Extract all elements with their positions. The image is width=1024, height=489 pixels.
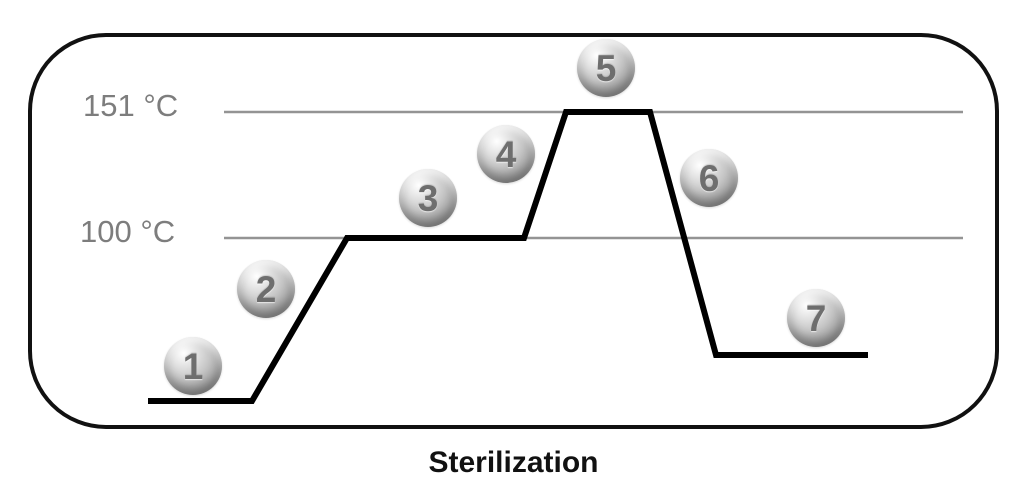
step-marker-6: 6 bbox=[680, 149, 738, 207]
step-marker-7: 7 bbox=[787, 289, 845, 347]
temperature-profile-line bbox=[148, 109, 868, 404]
step-marker-3: 3 bbox=[399, 169, 457, 227]
step-marker-5: 5 bbox=[577, 39, 635, 97]
step-number: 4 bbox=[495, 133, 517, 175]
diagram-caption: Sterilization bbox=[428, 446, 599, 479]
step-number: 7 bbox=[805, 297, 827, 339]
step-number: 6 bbox=[698, 157, 720, 199]
step-number: 3 bbox=[417, 177, 439, 219]
diagram-frame bbox=[28, 33, 999, 429]
step-marker-2: 2 bbox=[237, 260, 295, 318]
temp-label-100: 100 °C bbox=[80, 214, 176, 249]
step-number: 2 bbox=[255, 268, 277, 310]
step-marker-1: 1 bbox=[164, 337, 222, 395]
step-number: 5 bbox=[595, 47, 617, 89]
step-marker-4: 4 bbox=[477, 125, 535, 183]
step-number: 1 bbox=[182, 345, 204, 387]
temp-label-151: 151 °C bbox=[83, 88, 179, 123]
